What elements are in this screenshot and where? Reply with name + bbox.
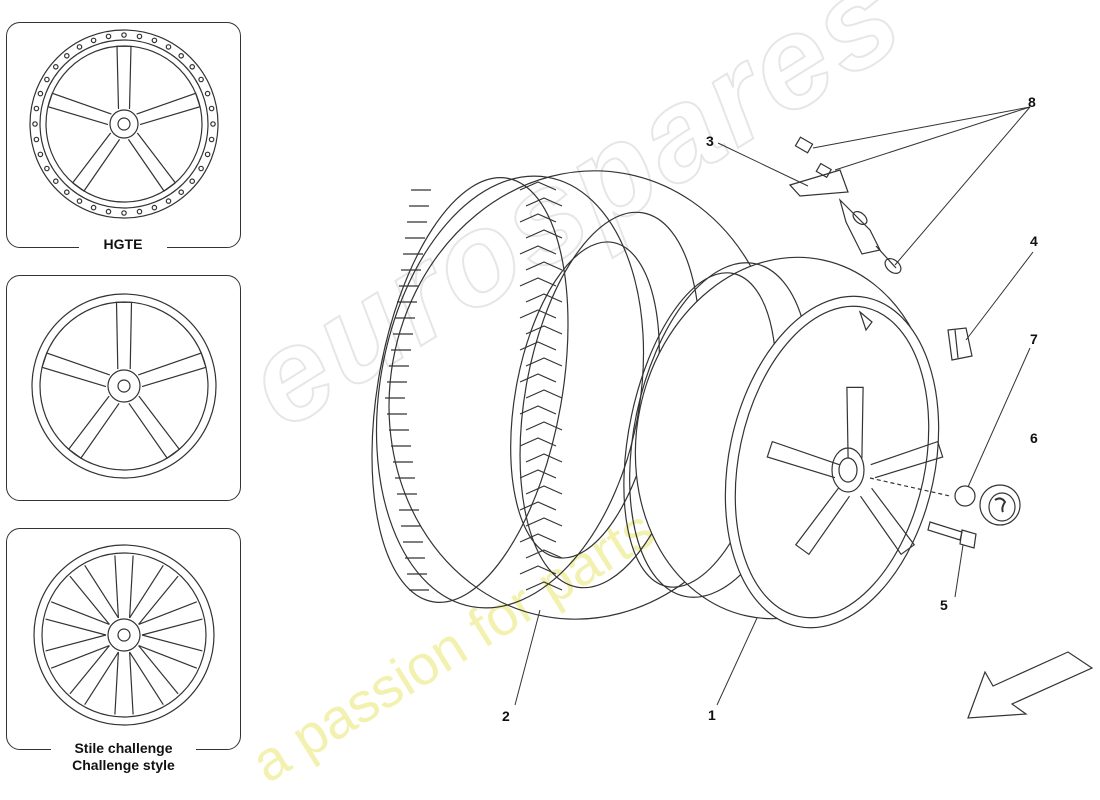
challenge-label-en: Challenge style — [72, 757, 175, 773]
callout-3: 3 — [706, 133, 714, 149]
wheel-variant-panel-standard — [6, 275, 241, 501]
callout-6: 6 — [1030, 430, 1038, 446]
standard-wheel-icon — [31, 293, 217, 479]
callout-7: 7 — [1030, 331, 1038, 347]
balance-weight-part — [947, 327, 973, 361]
o-ring-part — [954, 485, 976, 507]
callout-8: 8 — [1028, 94, 1036, 110]
callout-2: 2 — [502, 708, 510, 724]
rim-part — [623, 256, 944, 629]
challenge-label-it: Stile challenge — [74, 740, 173, 756]
challenge-wheel-icon — [33, 544, 215, 726]
callout-4: 4 — [1030, 233, 1038, 249]
callout-5: 5 — [940, 597, 948, 613]
wheel-variant-panel-hgte: HGTE — [6, 22, 241, 253]
hgte-wheel-icon — [29, 29, 219, 219]
hgte-label: HGTE — [79, 236, 167, 253]
wheel-variant-panel-challenge: Stile challenge Challenge style — [6, 528, 241, 774]
hub-cap-part — [979, 484, 1021, 526]
direction-arrow-icon — [967, 651, 1094, 719]
wheel-bolt-part — [927, 521, 977, 549]
callout-1: 1 — [708, 707, 716, 723]
valve-sensor-part — [788, 136, 902, 274]
challenge-label: Stile challenge Challenge style — [51, 740, 196, 774]
